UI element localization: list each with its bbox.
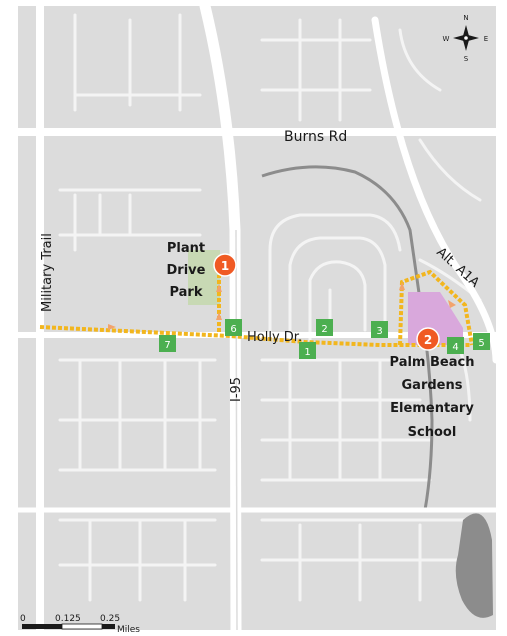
svg-text:1: 1	[304, 347, 310, 358]
route-marker-3[interactable]: 3	[371, 321, 388, 338]
holly-dr-label: Holly Dr.	[247, 330, 302, 345]
svg-text:2: 2	[321, 324, 327, 335]
route-marker-6[interactable]: 6	[225, 319, 242, 336]
pond	[455, 513, 493, 618]
park-label-line-1: Plant	[167, 241, 205, 256]
compass-w: W	[443, 35, 450, 43]
svg-text:5: 5	[478, 338, 484, 349]
svg-text:3: 3	[376, 326, 382, 337]
destination-badge-2[interactable]: 2	[416, 327, 440, 351]
park-label-line-2: Drive	[167, 263, 206, 278]
school-label-line-4: School	[408, 425, 457, 440]
svg-text:2: 2	[424, 333, 432, 347]
svg-text:7: 7	[164, 340, 170, 351]
route-marker-2[interactable]: 2	[316, 319, 333, 336]
park-label-line-3: Park	[169, 285, 202, 300]
i95-label: I-95	[229, 377, 244, 402]
school-label-line-1: Palm Beach	[390, 355, 475, 370]
i95-median	[235, 229, 238, 631]
minor-streets	[58, 13, 482, 602]
scale-tick-025: 0.25	[100, 614, 120, 624]
compass-rose-icon: N S W E	[443, 14, 489, 63]
svg-text:6: 6	[230, 324, 236, 335]
compass-n: N	[463, 14, 468, 22]
burns-rd-label: Burns Rd	[284, 129, 347, 145]
plant-drive-park-area	[188, 250, 220, 305]
scale-tick-0125: 0.125	[55, 614, 81, 624]
compass-s: S	[464, 55, 469, 63]
military-trail-label: Military Trail	[40, 233, 55, 312]
scale-tick-0: 0	[20, 614, 26, 624]
svg-text:1: 1	[221, 259, 229, 273]
scale-bar: 0 0.125 0.25 Miles	[20, 614, 140, 635]
school-label-line-3: Elementary	[390, 401, 474, 416]
route-arrows	[108, 282, 456, 330]
route-marker-1[interactable]: 1	[299, 342, 316, 359]
route-marker-7[interactable]: 7	[159, 335, 176, 352]
route-marker-5[interactable]: 5	[473, 333, 490, 350]
scale-unit: Miles	[117, 625, 140, 635]
destination-badge-1[interactable]: 1	[213, 253, 237, 277]
route-marker-4[interactable]: 4	[447, 337, 464, 354]
svg-text:4: 4	[452, 342, 458, 353]
compass-e: E	[484, 35, 488, 43]
school-label-line-2: Gardens	[402, 378, 463, 393]
